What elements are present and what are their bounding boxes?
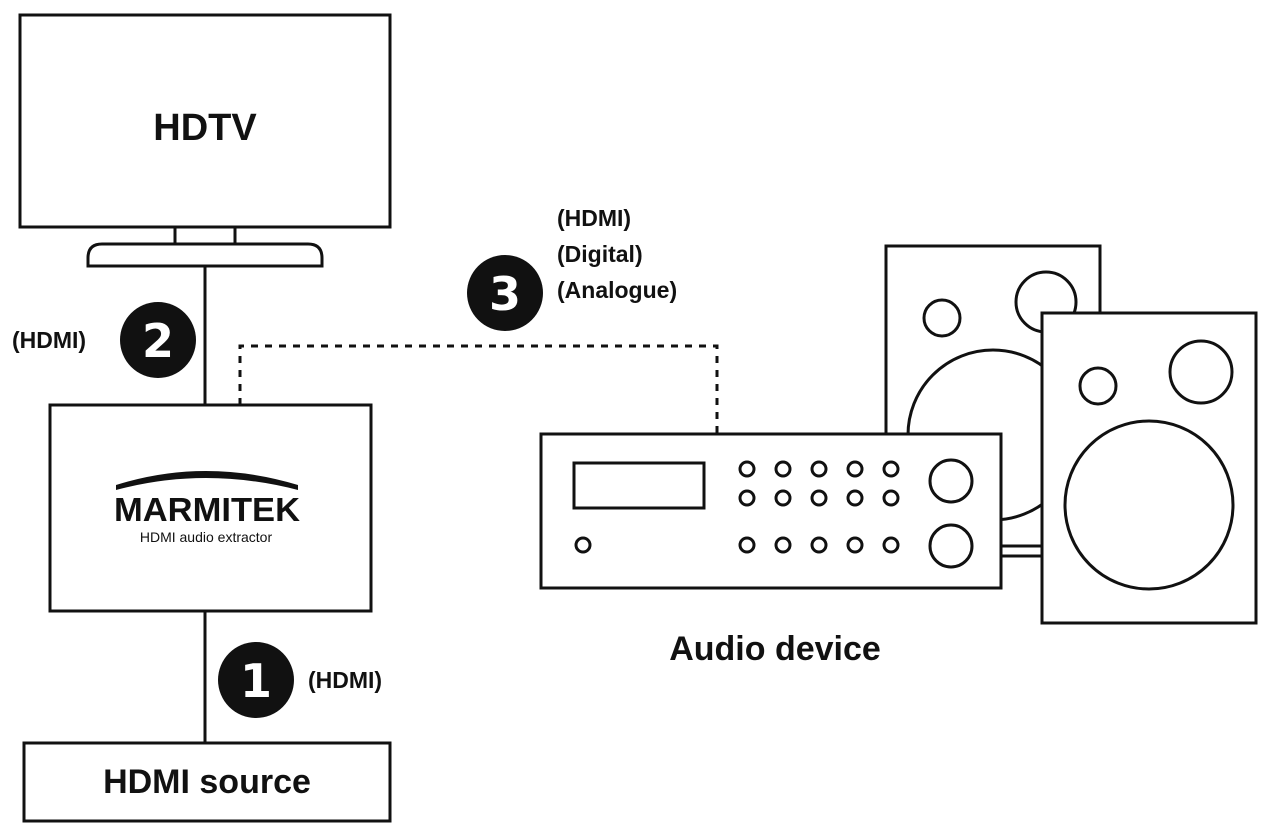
tv-stand xyxy=(86,242,324,268)
extractor-box xyxy=(48,403,373,613)
receiver-body xyxy=(539,432,1003,590)
speaker-front-tweeter-large xyxy=(1168,339,1234,405)
receiver-button xyxy=(810,460,828,478)
number-badge-2 xyxy=(120,302,196,378)
number-badge-3 xyxy=(467,255,543,331)
tv-screen xyxy=(18,13,392,229)
connection-3-label-3: (Analogue) xyxy=(557,277,677,303)
connection-2-label: (HDMI) xyxy=(12,327,86,353)
hdtv: HDTV xyxy=(18,13,392,268)
receiver-button xyxy=(774,460,792,478)
receiver-power-led xyxy=(574,536,592,554)
audio-cable-dashed xyxy=(238,344,719,434)
connection-marker-3: 3 (HDMI) (Digital) (Analogue) xyxy=(467,205,677,331)
connection-marker-1: 1 (HDMI) xyxy=(218,642,382,718)
receiver-button xyxy=(882,460,900,478)
speaker-front-woofer xyxy=(1063,419,1235,591)
extractor-subtitle: HDMI audio extractor xyxy=(140,529,273,545)
receiver-button xyxy=(774,489,792,507)
receiver-button xyxy=(738,460,756,478)
connection-1-label: (HDMI) xyxy=(308,667,382,693)
speaker-front xyxy=(1040,311,1258,625)
receiver-button xyxy=(882,489,900,507)
audio-receiver xyxy=(539,432,1003,590)
audio-extractor: MARMITEK HDMI audio extractor xyxy=(48,403,373,613)
connection-3-label-2: (Digital) xyxy=(557,241,643,267)
number-badge-2-text: 2 xyxy=(142,314,174,368)
receiver-button xyxy=(846,460,864,478)
number-badge-1 xyxy=(218,642,294,718)
receiver-buttons xyxy=(738,460,900,554)
source-label: HDMI source xyxy=(103,763,311,801)
speaker-front-tweeter-small xyxy=(1078,366,1118,406)
audio-device-label: Audio device xyxy=(669,630,881,668)
receiver-button xyxy=(846,536,864,554)
hdmi-source: HDMI source xyxy=(22,741,392,823)
tv-label: HDTV xyxy=(153,107,257,149)
receiver-button xyxy=(846,489,864,507)
source-box xyxy=(22,741,392,823)
receiver-display xyxy=(572,461,706,510)
connection-marker-2: 2 (HDMI) xyxy=(12,302,196,378)
receiver-button xyxy=(774,536,792,554)
marmitek-logo-swoosh xyxy=(116,471,298,490)
receiver-button xyxy=(810,536,828,554)
receiver-button xyxy=(738,536,756,554)
receiver-button xyxy=(738,489,756,507)
receiver-knob-top xyxy=(928,458,974,504)
tv-neck xyxy=(173,225,237,246)
connection-3-label-1: (HDMI) xyxy=(557,205,631,231)
receiver-button xyxy=(882,536,900,554)
speaker-back-tweeter-small xyxy=(922,298,962,338)
number-badge-1-text: 1 xyxy=(240,654,272,708)
number-badge-3-text: 3 xyxy=(489,267,521,321)
extractor-brand: MARMITEK xyxy=(114,491,300,528)
receiver-knob-bottom xyxy=(928,523,974,569)
receiver-button xyxy=(810,489,828,507)
